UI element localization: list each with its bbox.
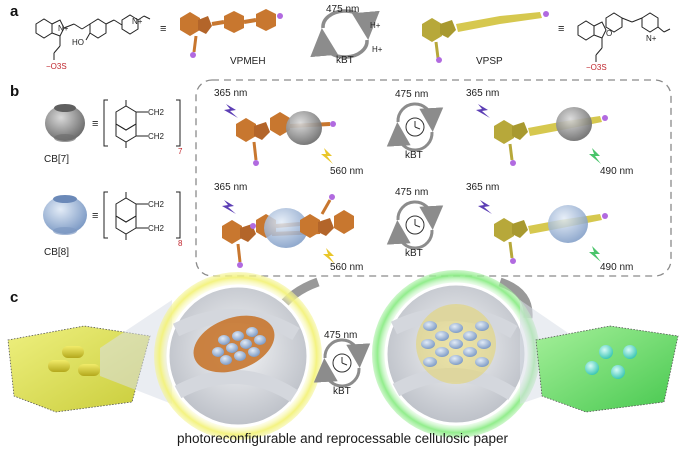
bolt-yellow-r1 xyxy=(321,148,333,164)
excite-label-r1-left: 365 nm xyxy=(214,88,247,99)
switch-clock-b1 xyxy=(386,102,444,152)
excite-label-r1-right: 365 nm xyxy=(466,88,499,99)
kbt-b1: kBT xyxy=(405,150,423,161)
bolt-purple-r1-right xyxy=(476,104,490,118)
proton-uptake-label: H+ xyxy=(372,45,383,54)
switch-wavelength-a: 475 nm xyxy=(326,4,359,15)
figure-caption: photoreconfigurable and reprocessable ce… xyxy=(177,431,508,446)
equiv-sign-cb7: ≡ xyxy=(92,118,98,130)
vpsp-cb7-complex xyxy=(494,107,608,166)
switch-wavelength-c: 475 nm xyxy=(324,330,357,341)
equiv-sign-a-left: ≡ xyxy=(160,23,166,35)
emit-orange-r2: 560 nm xyxy=(330,262,363,273)
kbt-a: kBT xyxy=(336,55,354,66)
cb8-ch2-top: CH2 xyxy=(148,200,165,209)
lens-right xyxy=(372,270,540,438)
pattern-pill-3 xyxy=(78,364,100,376)
kbt-b2: kBT xyxy=(405,248,423,259)
switch-wavelength-b1: 475 nm xyxy=(395,89,428,100)
pattern-bead-1 xyxy=(599,345,613,359)
n-plus-label-left: N+ xyxy=(58,24,69,33)
cb8-model xyxy=(43,195,87,235)
bolt-green-r1 xyxy=(589,148,601,164)
bolt-purple-r1-left xyxy=(224,104,238,118)
vpmeh-cb7-complex xyxy=(236,111,336,166)
kbt-c: kBT xyxy=(333,386,351,397)
excite-label-r2-right: 365 nm xyxy=(466,182,499,193)
panel-letter-a: a xyxy=(10,3,19,20)
cb8-ch2-bottom: CH2 xyxy=(148,224,165,233)
excite-label-r2-left: 365 nm xyxy=(214,182,247,193)
vpsp-structure xyxy=(577,12,671,62)
cb7-ch2-bottom: CH2 xyxy=(148,132,165,141)
bolt-purple-r2-right xyxy=(478,200,492,214)
orange-assembly xyxy=(193,315,275,373)
pattern-bead-3 xyxy=(585,361,599,375)
zoom-funnel-left xyxy=(100,300,172,404)
cb8-label: CB[8] xyxy=(44,247,69,258)
panel-letter-b: b xyxy=(10,83,19,100)
cb7-subscript: 7 xyxy=(178,147,183,156)
cb7-model xyxy=(45,104,85,142)
cb8-subscript: 8 xyxy=(178,239,183,248)
pattern-pill-2 xyxy=(48,360,70,372)
rosette-assembly xyxy=(416,304,496,384)
switch-arrows-a xyxy=(310,9,380,59)
cb7-label: CB[7] xyxy=(44,154,69,165)
emit-green-r1: 490 nm xyxy=(600,166,633,177)
bolt-yellow-r2 xyxy=(323,248,335,264)
complex-box xyxy=(195,79,672,277)
cb7-ch2-top: CH2 xyxy=(148,108,165,117)
sulfonate-label-right: −O3S xyxy=(586,63,607,72)
panel-a: a −O3S HO N+ N+ ≡ xyxy=(10,3,671,72)
emit-green-r2: 490 nm xyxy=(600,262,633,273)
pyridinium-label-right: N+ xyxy=(646,34,657,43)
spiro-oxygen-label: O xyxy=(606,29,612,38)
switch-wavelength-b2: 475 nm xyxy=(395,187,428,198)
vpmeh-cb8-complex xyxy=(222,194,354,268)
vpsp-label: VPSP xyxy=(476,56,503,67)
cb7-structure xyxy=(103,99,181,148)
proton-release-label: H+ xyxy=(370,21,381,30)
equiv-sign-cb8: ≡ xyxy=(92,210,98,222)
vpsp-model xyxy=(422,11,549,63)
switch-clock-b2 xyxy=(386,200,444,250)
pyridinium-label-left: N+ xyxy=(132,17,143,26)
emit-orange-r1: 560 nm xyxy=(330,166,363,177)
panel-b: b ≡ CH2 CH2 7 CB[7] ≡ xyxy=(10,79,672,277)
panel-c: c xyxy=(7,270,679,440)
pattern-pill-1 xyxy=(62,346,84,358)
lens-left xyxy=(154,272,322,440)
switch-clock-c xyxy=(313,338,371,388)
pattern-bead-2 xyxy=(623,345,637,359)
bolt-purple-r2-left xyxy=(222,200,236,214)
cb8-structure xyxy=(103,191,181,240)
bolt-green-r2 xyxy=(589,246,601,262)
equiv-sign-a-right: ≡ xyxy=(558,23,564,35)
green-paper xyxy=(535,325,679,413)
pattern-bead-4 xyxy=(611,365,625,379)
hydroxyl-label: HO xyxy=(72,38,84,47)
vpmeh-structure xyxy=(35,14,151,60)
panel-letter-c: c xyxy=(10,289,18,306)
vpmeh-model xyxy=(180,9,283,58)
vpsp-cb8-complex xyxy=(494,205,608,264)
sulfonate-label-left: −O3S xyxy=(46,62,67,71)
vpmeh-label: VPMEH xyxy=(230,56,266,67)
